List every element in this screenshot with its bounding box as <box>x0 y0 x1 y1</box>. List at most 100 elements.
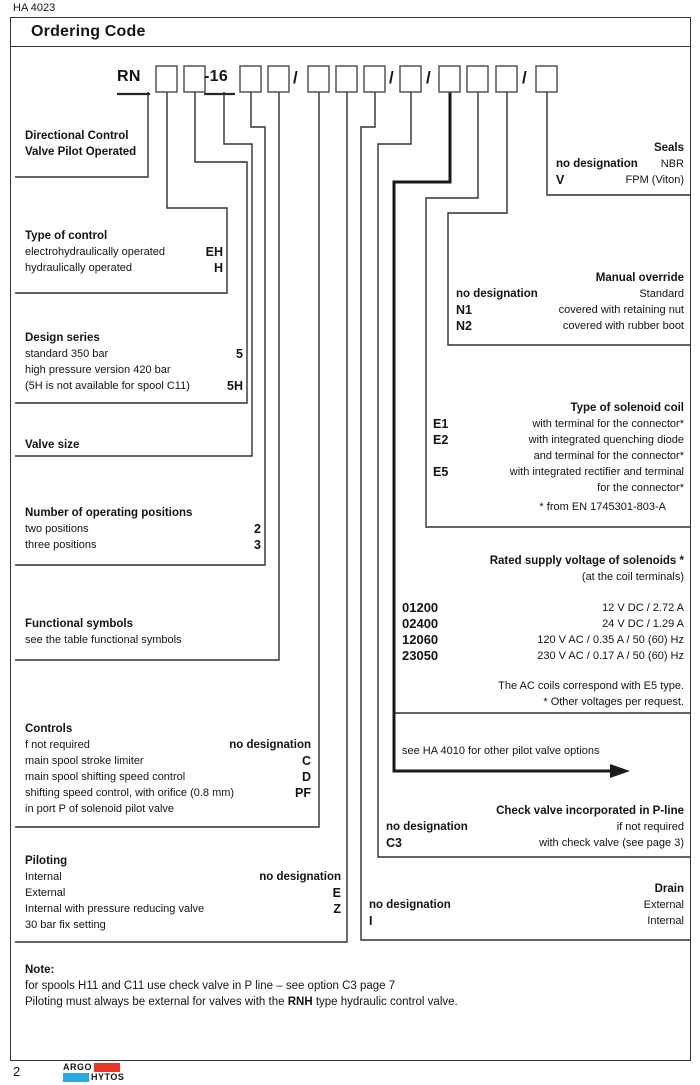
option-code: EH <box>205 245 223 259</box>
section-subtitle: (at the coil terminals) <box>581 571 684 583</box>
option-row: no designation if not required <box>386 819 684 835</box>
connector-piloting <box>15 92 348 943</box>
pilot-options-note: see HA 4010 for other pilot valve option… <box>402 745 600 757</box>
option-code: I <box>369 914 373 928</box>
option-row: main spool shifting speed control D <box>25 769 311 785</box>
option-row: 30 bar fix setting <box>25 917 341 933</box>
option-label: and terminal for the connector* <box>533 450 684 462</box>
option-code: 12060 <box>402 632 439 647</box>
code-box-9 <box>438 65 461 93</box>
note-line-2-text: Piloting must always be external for val… <box>25 996 288 1008</box>
option-code: no designation <box>456 288 538 300</box>
option-row: Internal no designation <box>25 869 341 885</box>
section-title: Valve size <box>25 439 80 451</box>
option-row: main spool stroke limiter C <box>25 753 311 769</box>
section-type-of-control: Type of control electrohydraulically ope… <box>25 228 223 276</box>
option-row: N2 covered with rubber boot <box>456 318 684 334</box>
option-row: N1 covered with retaining nut <box>456 302 684 318</box>
option-row: I Internal <box>369 913 684 929</box>
option-label: main spool shifting speed control <box>25 771 186 783</box>
note-block: Note: for spools H11 and C11 use check v… <box>25 962 665 1010</box>
option-row: 01200 12 V DC / 2.72 A <box>402 600 684 616</box>
option-label: NBR <box>660 158 684 170</box>
section-check-valve: Check valve incorporated in P-line no de… <box>386 803 684 851</box>
option-code: 2 <box>254 522 261 536</box>
section-title: Directional Control <box>25 130 129 142</box>
option-label: 12 V DC / 2.72 A <box>602 602 684 614</box>
option-row: no designation NBR <box>556 156 684 172</box>
logo-text-argo: ARGO <box>63 1061 92 1072</box>
option-label: 24 V DC / 1.29 A <box>602 618 684 630</box>
section-title: Type of control <box>25 230 108 242</box>
code-box-2 <box>183 65 206 93</box>
option-row: two positions 2 <box>25 521 261 537</box>
option-code: E1 <box>433 417 449 431</box>
option-label: Internal <box>25 871 62 883</box>
code-box-12 <box>535 65 558 93</box>
option-row: high pressure version 420 bar <box>25 362 243 378</box>
option-label: covered with rubber boot <box>562 320 684 332</box>
code-slash-4: / <box>522 68 527 87</box>
option-row: and terminal for the connector* <box>433 448 684 464</box>
section-title: Number of operating positions <box>25 507 193 519</box>
option-code: 5H <box>227 379 243 393</box>
option-code: C <box>301 754 311 768</box>
option-row: E1 with terminal for the connector* <box>433 416 684 432</box>
option-label: with check valve (see page 3) <box>539 837 684 849</box>
option-code: no designation <box>556 158 638 170</box>
code-box-7 <box>363 65 386 93</box>
section-design-series: Design series standard 350 bar 5 high pr… <box>25 330 243 394</box>
option-code: H <box>213 261 223 275</box>
code-slash-2: / <box>389 68 394 87</box>
option-row: External E <box>25 885 341 901</box>
section-title: Piloting <box>25 855 68 867</box>
option-row: f not required no designation <box>25 737 311 753</box>
connector-valve-size <box>15 92 253 457</box>
section-title: Functional symbols <box>25 618 133 630</box>
option-label: for the connector* <box>597 482 684 494</box>
option-label: two positions <box>25 523 89 535</box>
code-slash-1: / <box>293 68 298 87</box>
section-title: Rated supply voltage of solenoids * <box>489 555 684 567</box>
connector-seals <box>546 92 690 196</box>
section-seals: Seals no designation NBR V FPM (Viton) <box>556 140 684 188</box>
option-code: C3 <box>386 836 402 850</box>
section-controls: Controls f not required no designation m… <box>25 721 311 817</box>
section-manual-override: Manual override no designation Standard … <box>456 270 684 334</box>
option-code: V <box>556 173 565 187</box>
option-row: electrohydraulically operated EH <box>25 244 223 260</box>
option-label: main spool stroke limiter <box>25 755 144 767</box>
code-box-10 <box>466 65 489 93</box>
section-drain: Drain no designation External I Internal <box>369 881 684 929</box>
option-code: 3 <box>254 538 261 552</box>
section-title: Manual override <box>595 272 684 284</box>
option-label: FPM (Viton) <box>625 174 684 186</box>
section-title: Valve Pilot Operated <box>25 146 137 158</box>
section-directional-control: Directional Control Valve Pilot Operated <box>25 128 225 160</box>
option-label: covered with retaining nut <box>558 304 684 316</box>
connector-positions <box>15 92 266 566</box>
logo-red-block <box>94 1062 120 1072</box>
section-valve-size: Valve size <box>25 437 245 453</box>
option-code: N2 <box>456 319 472 333</box>
connector-type-of-control <box>15 92 228 294</box>
option-code: PF <box>295 786 311 800</box>
option-label: in port P of solenoid pilot valve <box>25 803 174 815</box>
connector-controls <box>15 92 320 828</box>
option-label: 230 V AC / 0.17 A / 50 (60) Hz <box>537 650 684 662</box>
pilot-options-arrowhead <box>610 764 630 778</box>
option-label: External <box>25 887 66 899</box>
option-label: electrohydraulically operated <box>25 246 166 258</box>
option-row: see the table functional symbols <box>25 632 273 648</box>
option-row: no designation Standard <box>456 286 684 302</box>
code-box-11 <box>495 65 518 93</box>
connector-drain <box>360 92 690 941</box>
option-code: E <box>332 886 341 900</box>
option-code: no designation <box>369 899 451 911</box>
option-label: with integrated rectifier and terminal <box>509 466 684 478</box>
option-label: 120 V AC / 0.35 A / 50 (60) Hz <box>537 634 684 646</box>
code-size: -16 <box>204 68 229 85</box>
code-slash-3: / <box>426 68 431 87</box>
option-code: N1 <box>456 303 472 317</box>
option-row: 23050 230 V AC / 0.17 A / 50 (60) Hz <box>402 648 684 664</box>
